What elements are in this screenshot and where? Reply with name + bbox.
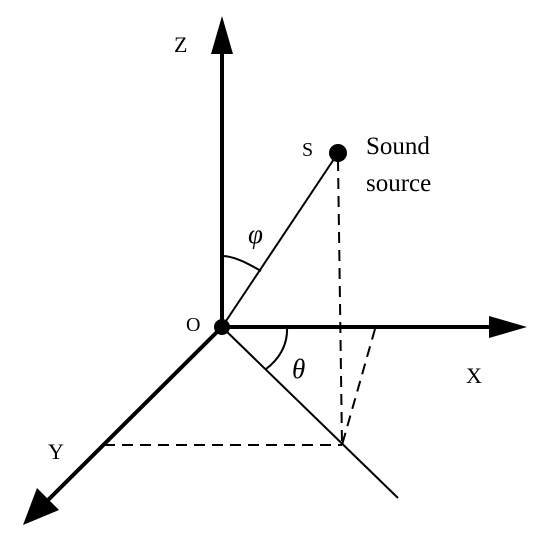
phi-angle-arc xyxy=(221,255,262,272)
z-axis-arrowhead xyxy=(211,16,233,54)
vertical-dashed-line xyxy=(337,159,343,446)
source-caption-line2: source xyxy=(366,170,431,197)
source-vector-line xyxy=(221,152,339,328)
x-axis-label: X xyxy=(466,363,482,388)
y-axis-line xyxy=(38,325,224,510)
y-axis-label: Y xyxy=(48,439,64,464)
source-caption-line1: Sound xyxy=(366,133,430,160)
x-axis-arrowhead xyxy=(489,316,527,338)
origin-label: O xyxy=(186,314,200,336)
y-axis-arrowhead xyxy=(23,488,59,525)
z-axis-label: Z xyxy=(174,32,187,57)
theta-angle-label: θ xyxy=(292,354,305,384)
source-point-label: S xyxy=(302,139,313,161)
sound-source-point xyxy=(329,144,347,162)
projection-line xyxy=(221,326,399,499)
theta-angle-arc xyxy=(265,326,289,370)
origin-point xyxy=(214,319,230,335)
x-parallel-dashed-line xyxy=(341,328,376,446)
phi-angle-label: φ xyxy=(248,219,263,249)
